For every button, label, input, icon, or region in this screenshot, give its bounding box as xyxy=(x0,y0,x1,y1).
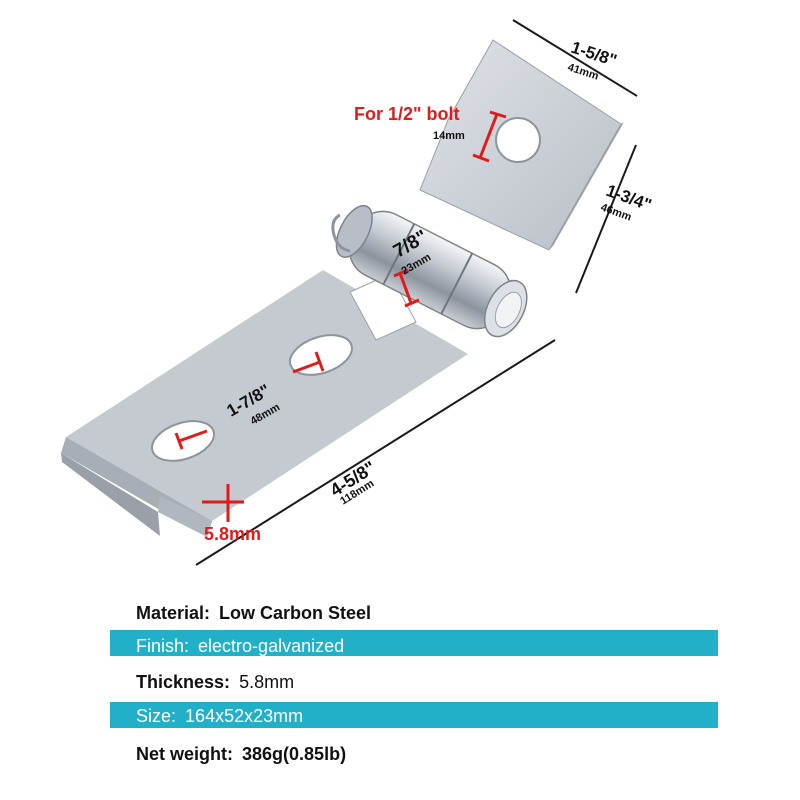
spec-label: Net weight: xyxy=(136,744,233,764)
spec-value: 5.8mm xyxy=(239,672,295,692)
top-width-mm: 41mm xyxy=(566,61,600,82)
bolt-hole xyxy=(495,117,541,163)
hinge-barrel xyxy=(331,204,528,338)
red-marks xyxy=(174,110,507,522)
spec-material: Material: Low Carbon Steel xyxy=(136,600,371,626)
plate-hole xyxy=(289,334,353,376)
spec-label: Material: xyxy=(136,603,211,623)
bolt-mm: 14mm xyxy=(433,130,465,142)
thickness-label: 5.8mm xyxy=(204,524,261,544)
spec-finish: Finish: electro-galvanized xyxy=(136,633,344,659)
bolt-label: For 1/2" bolt xyxy=(354,104,460,124)
spec-value: 164x52x23mm xyxy=(185,706,304,726)
dimension-lines xyxy=(195,19,638,566)
spec-thickness: Thickness: 5.8mm xyxy=(136,669,294,695)
spec-label: Size: xyxy=(136,706,177,726)
top-plate xyxy=(419,39,624,251)
spec-label: Finish: xyxy=(136,636,190,656)
spec-band xyxy=(110,630,718,656)
spec-value: Low Carbon Steel xyxy=(219,603,372,623)
spec-value: electro-galvanized xyxy=(198,636,345,656)
spec-label: Thickness: xyxy=(136,672,231,692)
spec-value: 386g(0.85lb) xyxy=(242,744,347,764)
bottom-plate xyxy=(61,270,468,537)
spec-size: Size: 164x52x23mm xyxy=(136,703,303,729)
spec-weight: Net weight: 386g(0.85lb) xyxy=(136,741,346,767)
spec-band xyxy=(110,702,718,728)
